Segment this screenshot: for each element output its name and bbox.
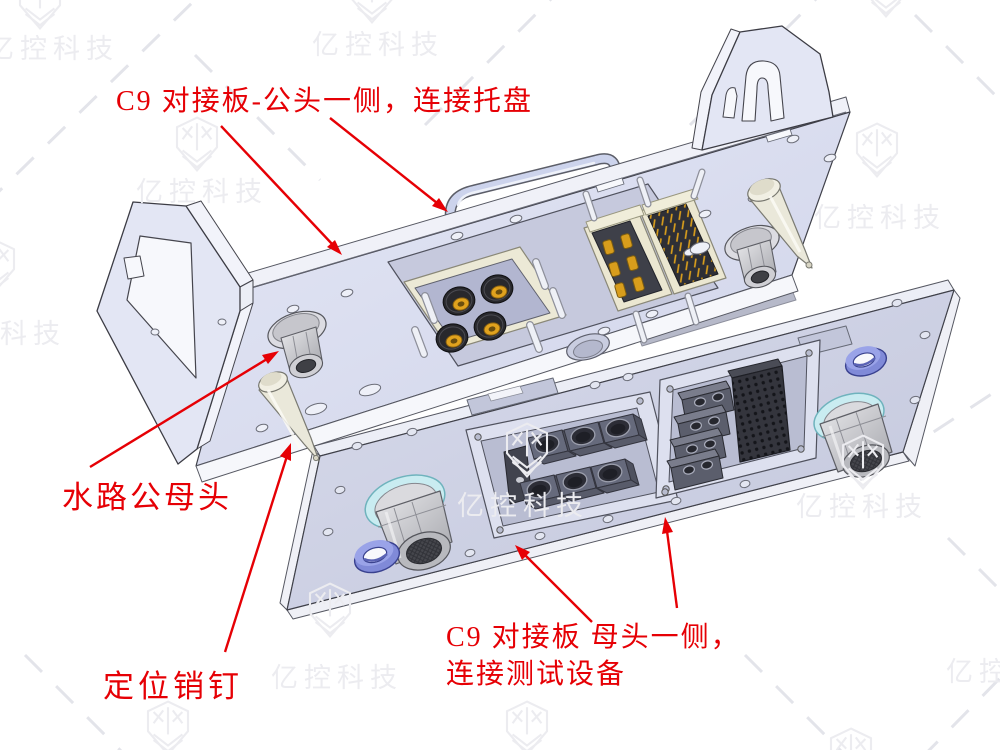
- female-terminal-stack: [666, 380, 735, 491]
- female-power-socket-cubes: [519, 413, 648, 510]
- label-male-side: C9 对接板-公头一侧，连接托盘: [116, 86, 534, 117]
- right-bracket: [691, 25, 834, 151]
- locating-pin-left: [258, 371, 320, 462]
- brand-watermark-text: 亿控科技: [312, 30, 444, 60]
- power-connector-module: [403, 246, 567, 358]
- power-barrel-connectors: [435, 274, 514, 353]
- pin-bushing-right: [844, 346, 888, 377]
- brand-watermark-text: 亿控科技: [136, 177, 268, 207]
- label-waterway-connector: 水路公母头: [62, 480, 232, 515]
- brand-watermark-text: 亿控科技: [457, 491, 589, 521]
- water-connector-lower-right: [813, 392, 893, 478]
- leader-arrow-tray-plate-1: [220, 125, 342, 255]
- label-locating-pin: 定位销钉: [103, 669, 243, 704]
- upper-docking-plate: [96, 25, 851, 483]
- female-signal-receptacle: [727, 358, 791, 463]
- gold-pin-field: [648, 204, 718, 286]
- label-female-side: C9 对接板 母头一侧， 连接测试设备: [446, 619, 741, 693]
- brand-watermark-text: 亿控科技: [814, 203, 946, 233]
- leader-arrow-locating-pin: [223, 443, 291, 653]
- pin-bushing-left: [353, 540, 401, 574]
- water-connector-upper-right: [724, 224, 780, 289]
- leader-arrow-test-plate-2: [662, 517, 679, 609]
- female-connector-pocket-right: [655, 339, 821, 499]
- water-connector-upper-left: [267, 310, 327, 379]
- brand-watermark-text: 亿控科技: [796, 492, 928, 522]
- label-female-side-line1: C9 对接板 母头一侧，: [446, 622, 741, 653]
- label-female-side-line2: 连接测试设备: [446, 659, 627, 690]
- pocket-frame-screw-holes: [474, 349, 813, 534]
- brand-watermark-text: 亿控科技: [0, 319, 66, 349]
- locating-pin-right: [747, 178, 813, 269]
- water-connector-lower-left: [364, 474, 453, 571]
- male-connector-pocket: [387, 168, 727, 367]
- lower-plate-holes: [322, 298, 931, 558]
- gold-contacts: [602, 233, 645, 299]
- brand-watermark-text: 亿控科技: [946, 657, 1000, 687]
- leader-arrow-test-plate-1: [515, 545, 593, 623]
- leader-arrow-waterway: [89, 351, 279, 469]
- guide-posts: [411, 258, 566, 358]
- brand-watermark-text: 亿控科技: [0, 34, 119, 64]
- leader-arrow-tray-plate-2: [329, 117, 448, 212]
- guide-pins: [582, 168, 706, 344]
- brand-watermark-text: 亿控科技: [271, 663, 403, 693]
- signal-connector-modules: [582, 168, 727, 344]
